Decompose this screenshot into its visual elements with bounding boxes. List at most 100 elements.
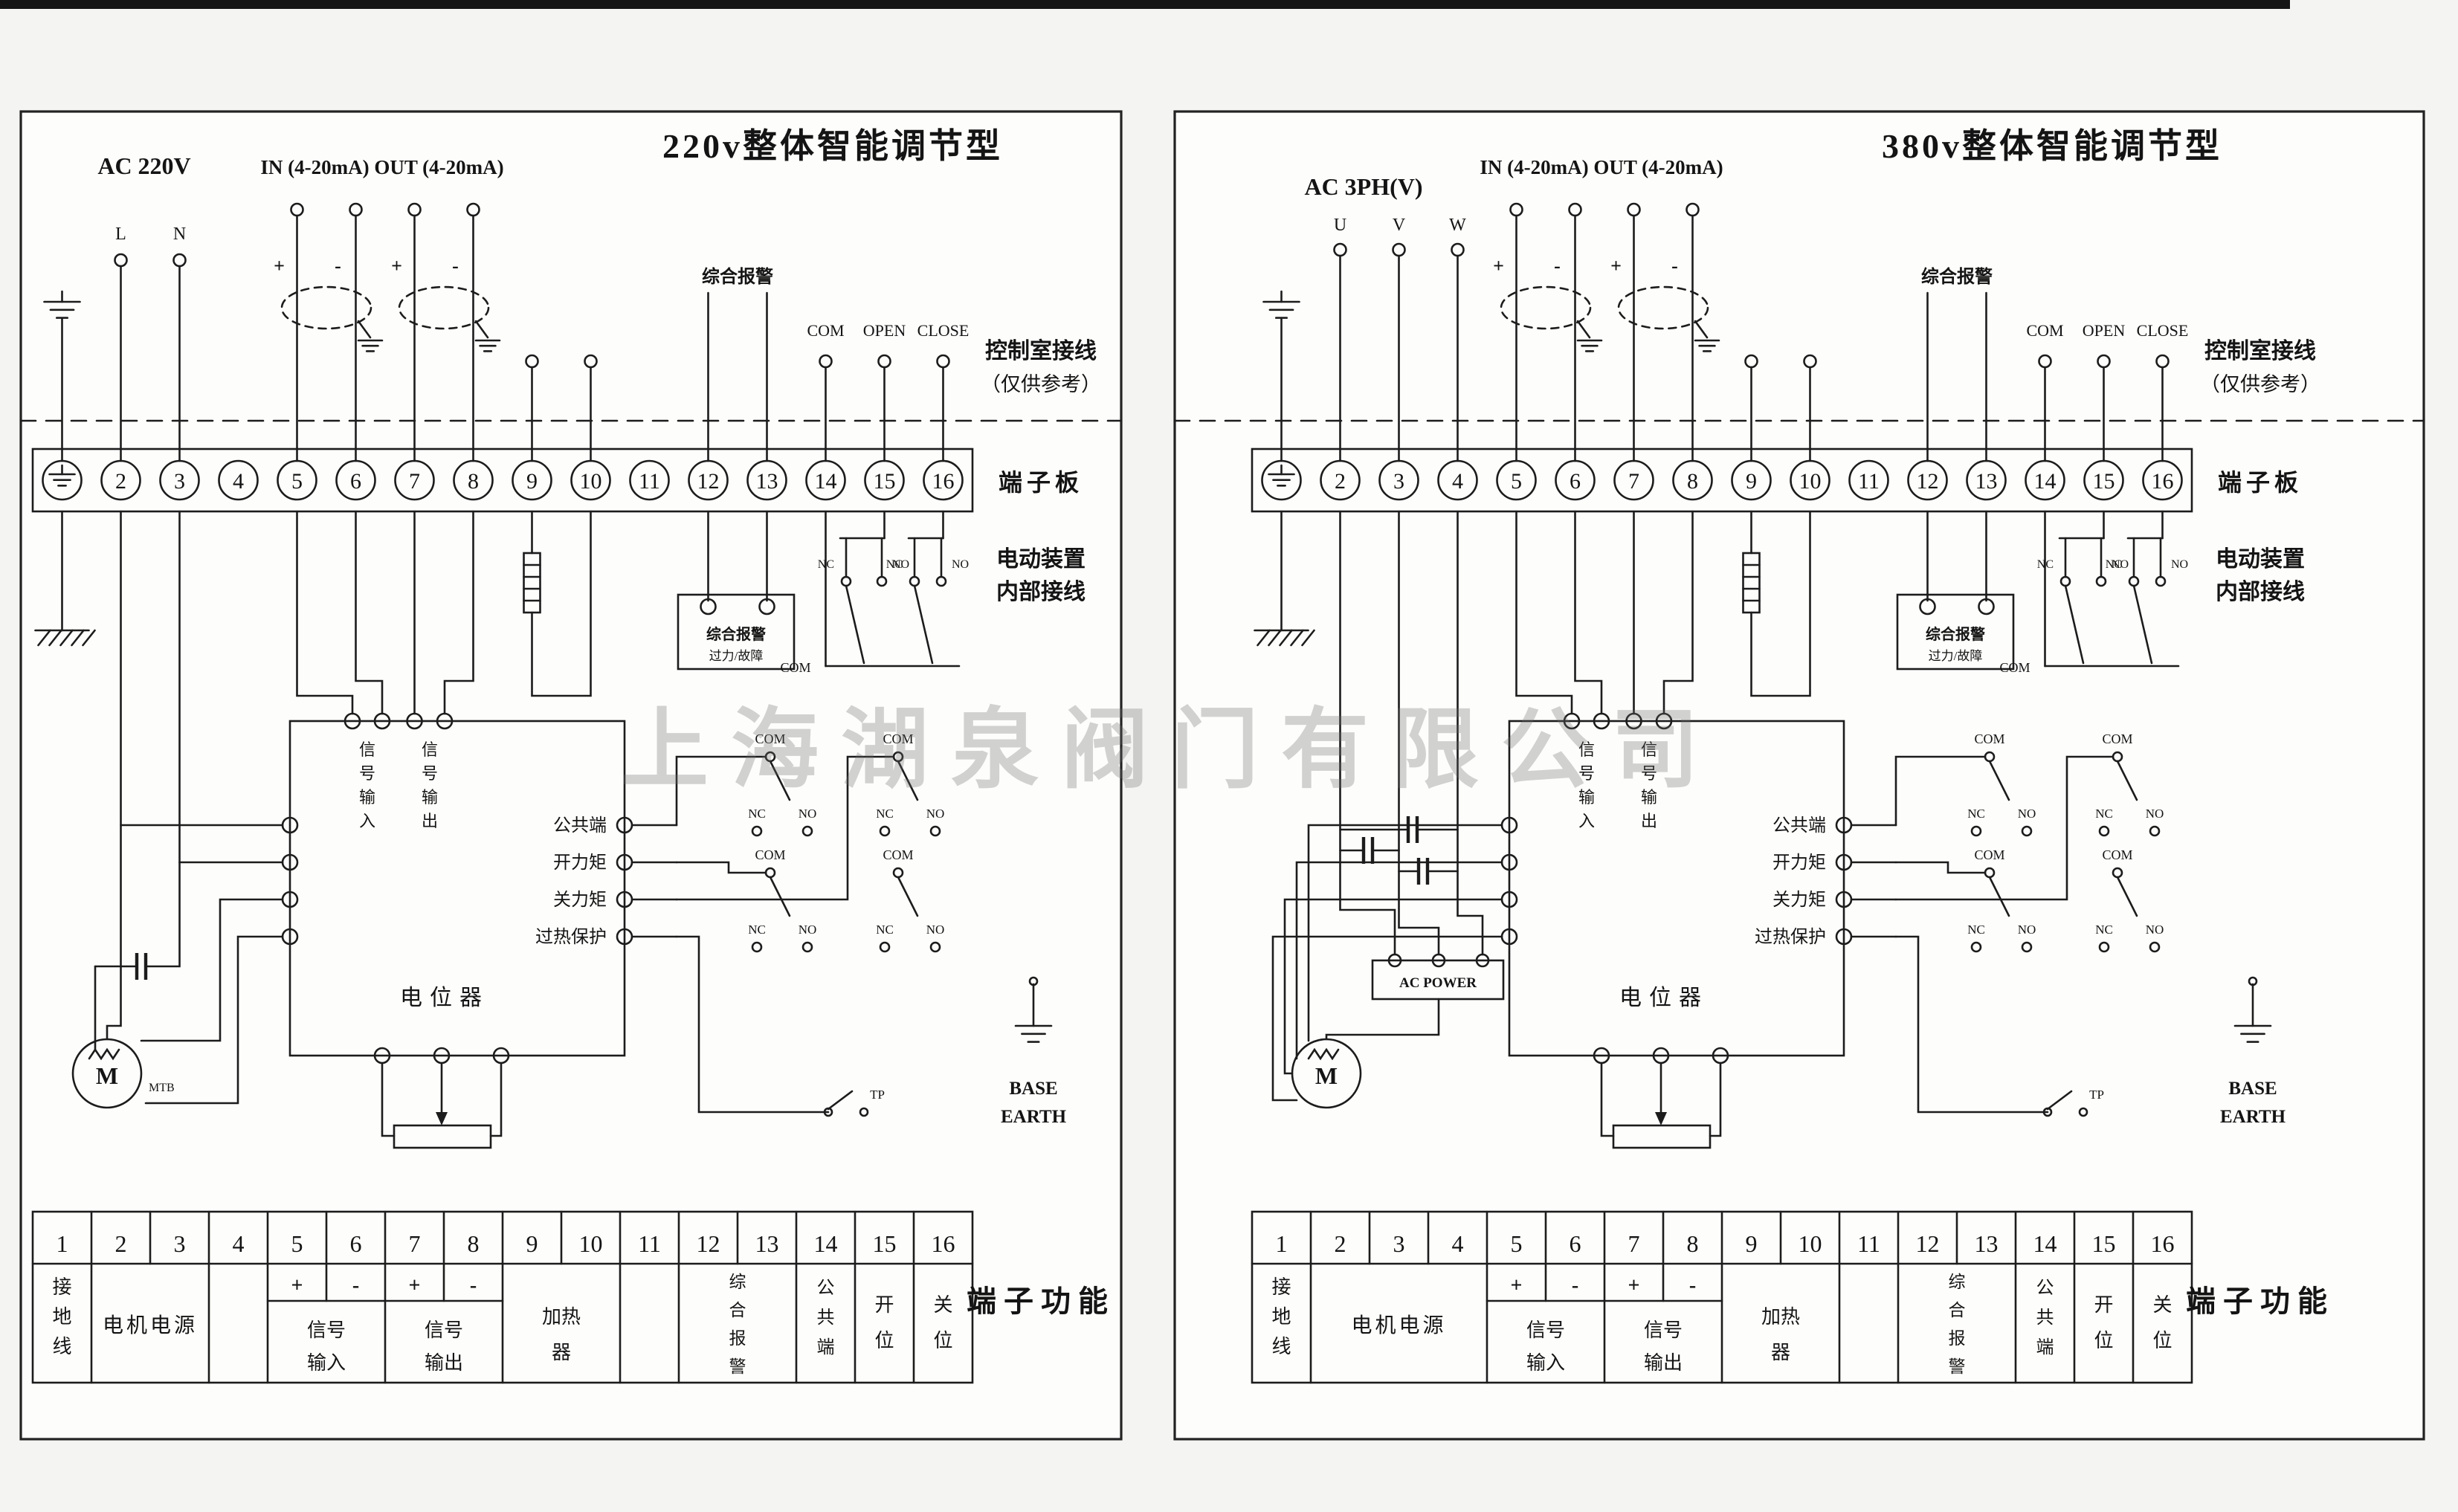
fn-ground: 地	[1271, 1306, 1291, 1328]
contact-no	[929, 941, 941, 953]
terminal	[159, 459, 200, 501]
table-number: 1	[57, 1230, 68, 1257]
fn-signal-out: 输出	[425, 1352, 463, 1374]
fn-close: 关	[933, 1294, 952, 1316]
box-left-terminal	[1500, 816, 1518, 834]
cable-shield	[1500, 285, 1592, 330]
network-wire	[1894, 755, 2115, 901]
heater-wire	[1750, 510, 1811, 697]
motor-control-wire	[140, 898, 284, 1042]
fn-ground: 地	[52, 1306, 71, 1328]
control-box	[1508, 720, 1845, 1057]
fn-open: 位	[874, 1330, 894, 1351]
ground-hatch	[71, 629, 85, 647]
motor-body	[71, 1038, 143, 1109]
signal-out-label: 出	[1641, 812, 1657, 830]
table-number: 6	[350, 1230, 362, 1257]
box-left-terminal	[281, 928, 299, 946]
fn-signal-in: 输入	[307, 1352, 346, 1374]
signal-in-label: 号	[1578, 764, 1595, 783]
terminal-number: 5	[1511, 469, 1522, 494]
terminal-number: 7	[1628, 469, 1639, 494]
shield-ground-lead	[1694, 320, 1709, 339]
contact-nc	[1970, 941, 1982, 953]
terminal	[1496, 459, 1537, 501]
output-label: 开力矩	[1772, 853, 1826, 873]
mtb-label: MTB	[149, 1082, 175, 1094]
alarm-terminal	[700, 598, 717, 616]
no-label: NO	[892, 558, 909, 571]
phase-label: N	[173, 224, 186, 244]
terminal	[2142, 459, 2183, 501]
tp-label: TP	[2089, 1088, 2104, 1102]
fn-alarm: 综	[729, 1273, 746, 1291]
motor-body	[1291, 1038, 1362, 1109]
fn-polarity: -	[352, 1274, 359, 1297]
power-label: AC 220V	[97, 152, 190, 179]
nc-label: NC	[876, 807, 894, 821]
nc-label: NC	[818, 558, 834, 571]
contact-nc	[2098, 825, 2110, 837]
contact-blade	[769, 760, 791, 801]
panel-border	[19, 110, 1123, 1441]
terminal-strip	[31, 448, 974, 513]
pot-wiper-arrow	[1655, 1112, 1667, 1125]
potentiometer-body	[1612, 1124, 1712, 1149]
table-number: 16	[932, 1230, 955, 1257]
base-earth-label: EARTH	[1001, 1107, 1067, 1127]
fn-signal-out: 信号	[425, 1319, 463, 1341]
cable-shield	[398, 285, 490, 330]
tp-label: TP	[870, 1088, 885, 1102]
phase-label: V	[1393, 216, 1406, 235]
fn-open: 开	[2094, 1294, 2113, 1316]
contact-nc	[879, 825, 891, 837]
box-left-terminal	[281, 891, 299, 908]
power-label: AC 3PH(V)	[1304, 173, 1422, 200]
terminal	[1790, 459, 1830, 501]
terminal	[453, 459, 494, 501]
terminal-number: 9	[1746, 469, 1757, 494]
terminal	[864, 459, 905, 501]
contact-label: CLOSE	[2137, 321, 2189, 340]
tp-contact	[859, 1107, 869, 1117]
output-label: 公共端	[553, 815, 607, 836]
terminal	[42, 459, 83, 501]
contact-blade	[2116, 876, 2138, 917]
terminal	[1672, 459, 1713, 501]
nc-label: NC	[748, 807, 766, 821]
signal-in-label: 入	[1578, 812, 1595, 830]
nc-label: NC	[2095, 807, 2113, 821]
ground-hatch	[1268, 629, 1282, 647]
limit-no	[2155, 575, 2167, 587]
polarity-sign: +	[391, 255, 402, 277]
signal-out-label: 输	[1641, 788, 1657, 807]
terminal-number: 2	[1335, 469, 1346, 494]
motor-power-wire	[1325, 998, 1440, 1041]
signal-out-terminal	[436, 712, 454, 730]
phase-label: U	[1334, 216, 1346, 235]
terminal	[688, 459, 729, 501]
alarm-label: 综合报警	[1921, 266, 1993, 287]
nc-label: NC	[2106, 558, 2122, 571]
fn-polarity: -	[1572, 1274, 1578, 1297]
internal-wiring-label: 内部接线	[996, 579, 1086, 604]
base-earth-label: EARTH	[2220, 1107, 2286, 1127]
terminal-number: 14	[815, 469, 837, 494]
terminal-number: 16	[2152, 469, 2174, 494]
signal-out-label: 信	[422, 740, 438, 759]
phase-wire	[1398, 510, 1440, 956]
signal-out-terminal	[406, 712, 423, 730]
table-number: 11	[1857, 1230, 1880, 1257]
terminal	[277, 459, 317, 501]
fn-common: 端	[2036, 1337, 2054, 1357]
contact-label: OPEN	[863, 321, 906, 340]
motor-winding	[1307, 1047, 1340, 1061]
ground-hatch	[1257, 629, 1271, 647]
contact-no	[2021, 941, 2033, 953]
nc-label: NC	[2095, 923, 2113, 937]
table-number: 8	[468, 1230, 480, 1257]
signal-in-label: 输	[359, 788, 375, 807]
top-border-bar	[0, 0, 2290, 9]
motor-control-wire	[1271, 935, 1503, 1102]
signal-in-terminal	[343, 712, 361, 730]
